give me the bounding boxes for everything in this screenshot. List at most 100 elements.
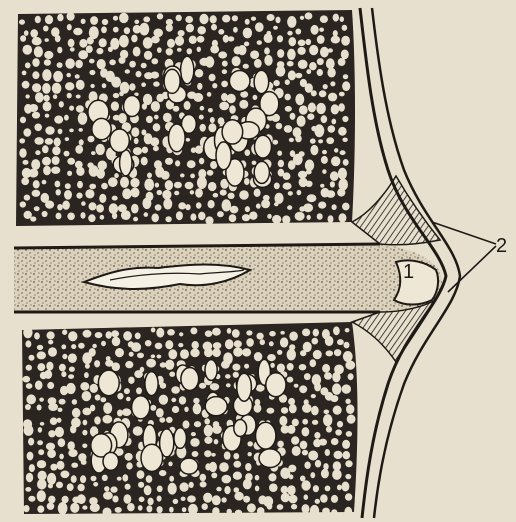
trabecular-cell <box>50 417 58 425</box>
trabecular-cell <box>163 198 172 209</box>
trabecular-cell <box>103 507 112 516</box>
trabecular-cell <box>345 460 352 467</box>
trabecular-cell <box>218 29 224 35</box>
trabecular-cell <box>300 16 304 20</box>
trabecular-cell <box>213 193 219 198</box>
trabecular-cell <box>310 359 317 367</box>
trabecular-cell <box>157 190 163 195</box>
trabecular-cell <box>193 93 203 102</box>
trabecular-cell <box>243 496 250 503</box>
trabecular-cell <box>29 464 35 472</box>
trabecular-cell <box>44 59 51 66</box>
trabecular-cell <box>334 451 343 459</box>
trabecular-cell <box>298 60 308 69</box>
trabecular-cell <box>193 398 199 404</box>
trabecular-cell <box>156 328 164 338</box>
trabecular-cell <box>324 372 332 379</box>
trabecular-cell <box>221 93 228 101</box>
trabecular-cell <box>86 45 93 53</box>
trabecular-cell <box>200 474 207 482</box>
trabecular-cell <box>244 178 250 185</box>
trabecular-cell <box>73 28 82 36</box>
marrow-space <box>255 135 272 158</box>
trabecular-cell <box>344 507 352 517</box>
trabecular-cell <box>188 504 198 515</box>
trabecular-cell <box>320 47 329 58</box>
marrow-space <box>234 420 247 437</box>
trabecular-cell <box>311 406 319 416</box>
trabecular-cell <box>310 505 319 517</box>
trabecular-cell <box>34 206 40 211</box>
trabecular-cell <box>142 198 151 209</box>
trabecular-cell <box>57 418 62 423</box>
trabecular-cell <box>332 383 341 394</box>
trabecular-cell <box>233 372 239 378</box>
trabecular-cell <box>129 61 136 68</box>
trabecular-cell <box>275 17 280 24</box>
trabecular-cell <box>273 140 279 145</box>
trabecular-cell <box>224 486 230 494</box>
trabecular-cell <box>318 139 323 143</box>
trabecular-cell <box>287 49 296 60</box>
trabecular-cell <box>157 486 163 493</box>
trabecular-cell <box>287 349 296 361</box>
trabecular-cell <box>60 471 69 479</box>
trabecular-cell <box>314 432 320 439</box>
trabecular-cell <box>318 202 326 209</box>
trabecular-cell <box>317 35 325 44</box>
trabecular-cell <box>320 494 328 502</box>
trabecular-cell <box>289 474 294 479</box>
trabecular-cell <box>153 29 163 38</box>
trabecular-cell <box>98 161 107 171</box>
trabecular-cell <box>323 84 328 89</box>
trabecular-cell <box>141 157 148 166</box>
trabecular-cell <box>221 497 226 502</box>
trabecular-cell <box>72 399 77 405</box>
trabecular-cell <box>146 505 152 512</box>
trabecular-cell <box>95 332 103 338</box>
upper-fibrous-wedge <box>352 176 440 245</box>
trabecular-cell <box>131 188 140 198</box>
trabecular-cell <box>44 370 52 379</box>
trabecular-cell <box>212 507 219 516</box>
trabecular-cell <box>35 150 40 155</box>
trabecular-cell <box>177 48 182 52</box>
trabecular-cell <box>332 469 342 480</box>
trabecular-cell <box>57 14 63 21</box>
trabecular-cell <box>64 190 72 200</box>
trabecular-cell <box>190 348 199 357</box>
marrow-space <box>98 370 119 396</box>
trabecular-cell <box>150 405 156 411</box>
trabecular-cell <box>75 145 83 154</box>
trabecular-cell <box>190 327 197 334</box>
trabecular-cell <box>323 414 332 426</box>
trabecular-cell <box>121 210 131 220</box>
trabecular-cell <box>319 28 324 32</box>
trabecular-cell <box>141 63 147 69</box>
trabecular-cell <box>281 407 288 414</box>
trabecular-cell <box>322 364 330 373</box>
trabecular-cell <box>277 151 282 156</box>
trabecular-cell <box>280 331 284 335</box>
trabecular-cell <box>322 169 326 174</box>
marrow-space <box>205 360 217 381</box>
trabecular-cell <box>197 176 207 189</box>
trabecular-cell <box>182 507 187 512</box>
trabecular-cell <box>232 15 238 21</box>
trabecular-cell <box>37 363 45 371</box>
trabecular-cell <box>67 483 74 491</box>
trabecular-cell <box>89 348 96 357</box>
trabecular-cell <box>71 463 78 468</box>
trabecular-cell <box>151 101 160 112</box>
trabecular-cell <box>245 149 251 156</box>
trabecular-cell <box>267 14 275 21</box>
trabecular-cell <box>103 403 112 414</box>
trabecular-cell <box>25 404 31 410</box>
trabecular-cell <box>255 486 260 492</box>
trabecular-cell <box>185 16 193 23</box>
trabecular-cell <box>101 341 106 346</box>
trabecular-cell <box>345 399 350 404</box>
trabecular-cell <box>57 204 63 210</box>
trabecular-cell <box>135 333 141 340</box>
